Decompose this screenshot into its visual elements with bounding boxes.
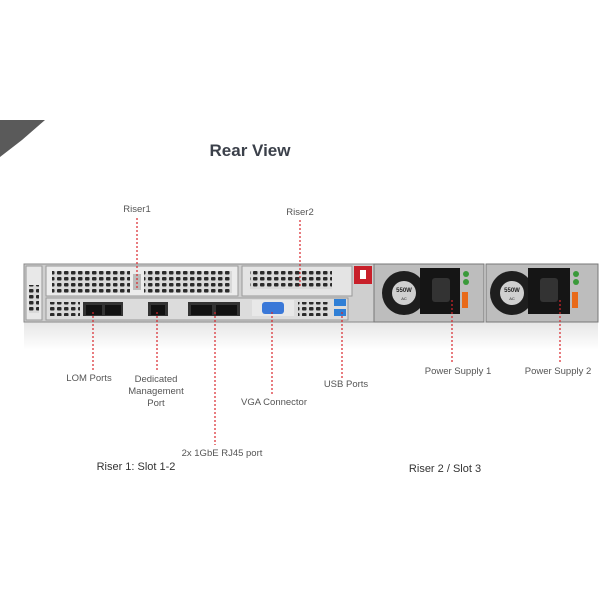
label-lom-ports: LOM Ports [66, 373, 112, 384]
label-dedicated-management-port: Dedicated Management Port [128, 374, 183, 410]
section-riser2-slot: Riser 2 / Slot 3 [408, 463, 482, 475]
psu1-type: AC [401, 296, 407, 301]
label-line: Management [128, 386, 184, 397]
psu2-rating: 550W [504, 288, 520, 294]
usb-port [334, 309, 346, 316]
label-line: Dedicated [134, 374, 178, 385]
vga-connector [262, 302, 284, 314]
label-line: Port [147, 398, 165, 409]
label-power-supply-2: Power Supply 2 [524, 366, 592, 377]
corner-decoration [0, 120, 45, 157]
usb-port [334, 299, 346, 306]
psu2-type: AC [509, 296, 515, 301]
label-vga-connector: VGA Connector [240, 397, 308, 408]
reflection [24, 322, 598, 350]
power-supply-1 [373, 263, 485, 323]
psu1-rating: 550W [396, 288, 412, 294]
label-riser1: Riser1 [123, 204, 151, 215]
page-title: Rear View [209, 141, 291, 160]
label-rj45-ports: 2x 1GbE RJ45 port [181, 448, 263, 459]
label-usb-ports: USB Ports [323, 379, 369, 390]
power-supply-2 [485, 263, 599, 323]
label-riser2: Riser2 [286, 207, 314, 218]
chassis [23, 263, 599, 323]
callout-lines [92, 218, 561, 445]
label-power-supply-1: Power Supply 1 [424, 366, 492, 377]
section-riser1-slots: Riser 1: Slot 1-2 [96, 461, 176, 473]
